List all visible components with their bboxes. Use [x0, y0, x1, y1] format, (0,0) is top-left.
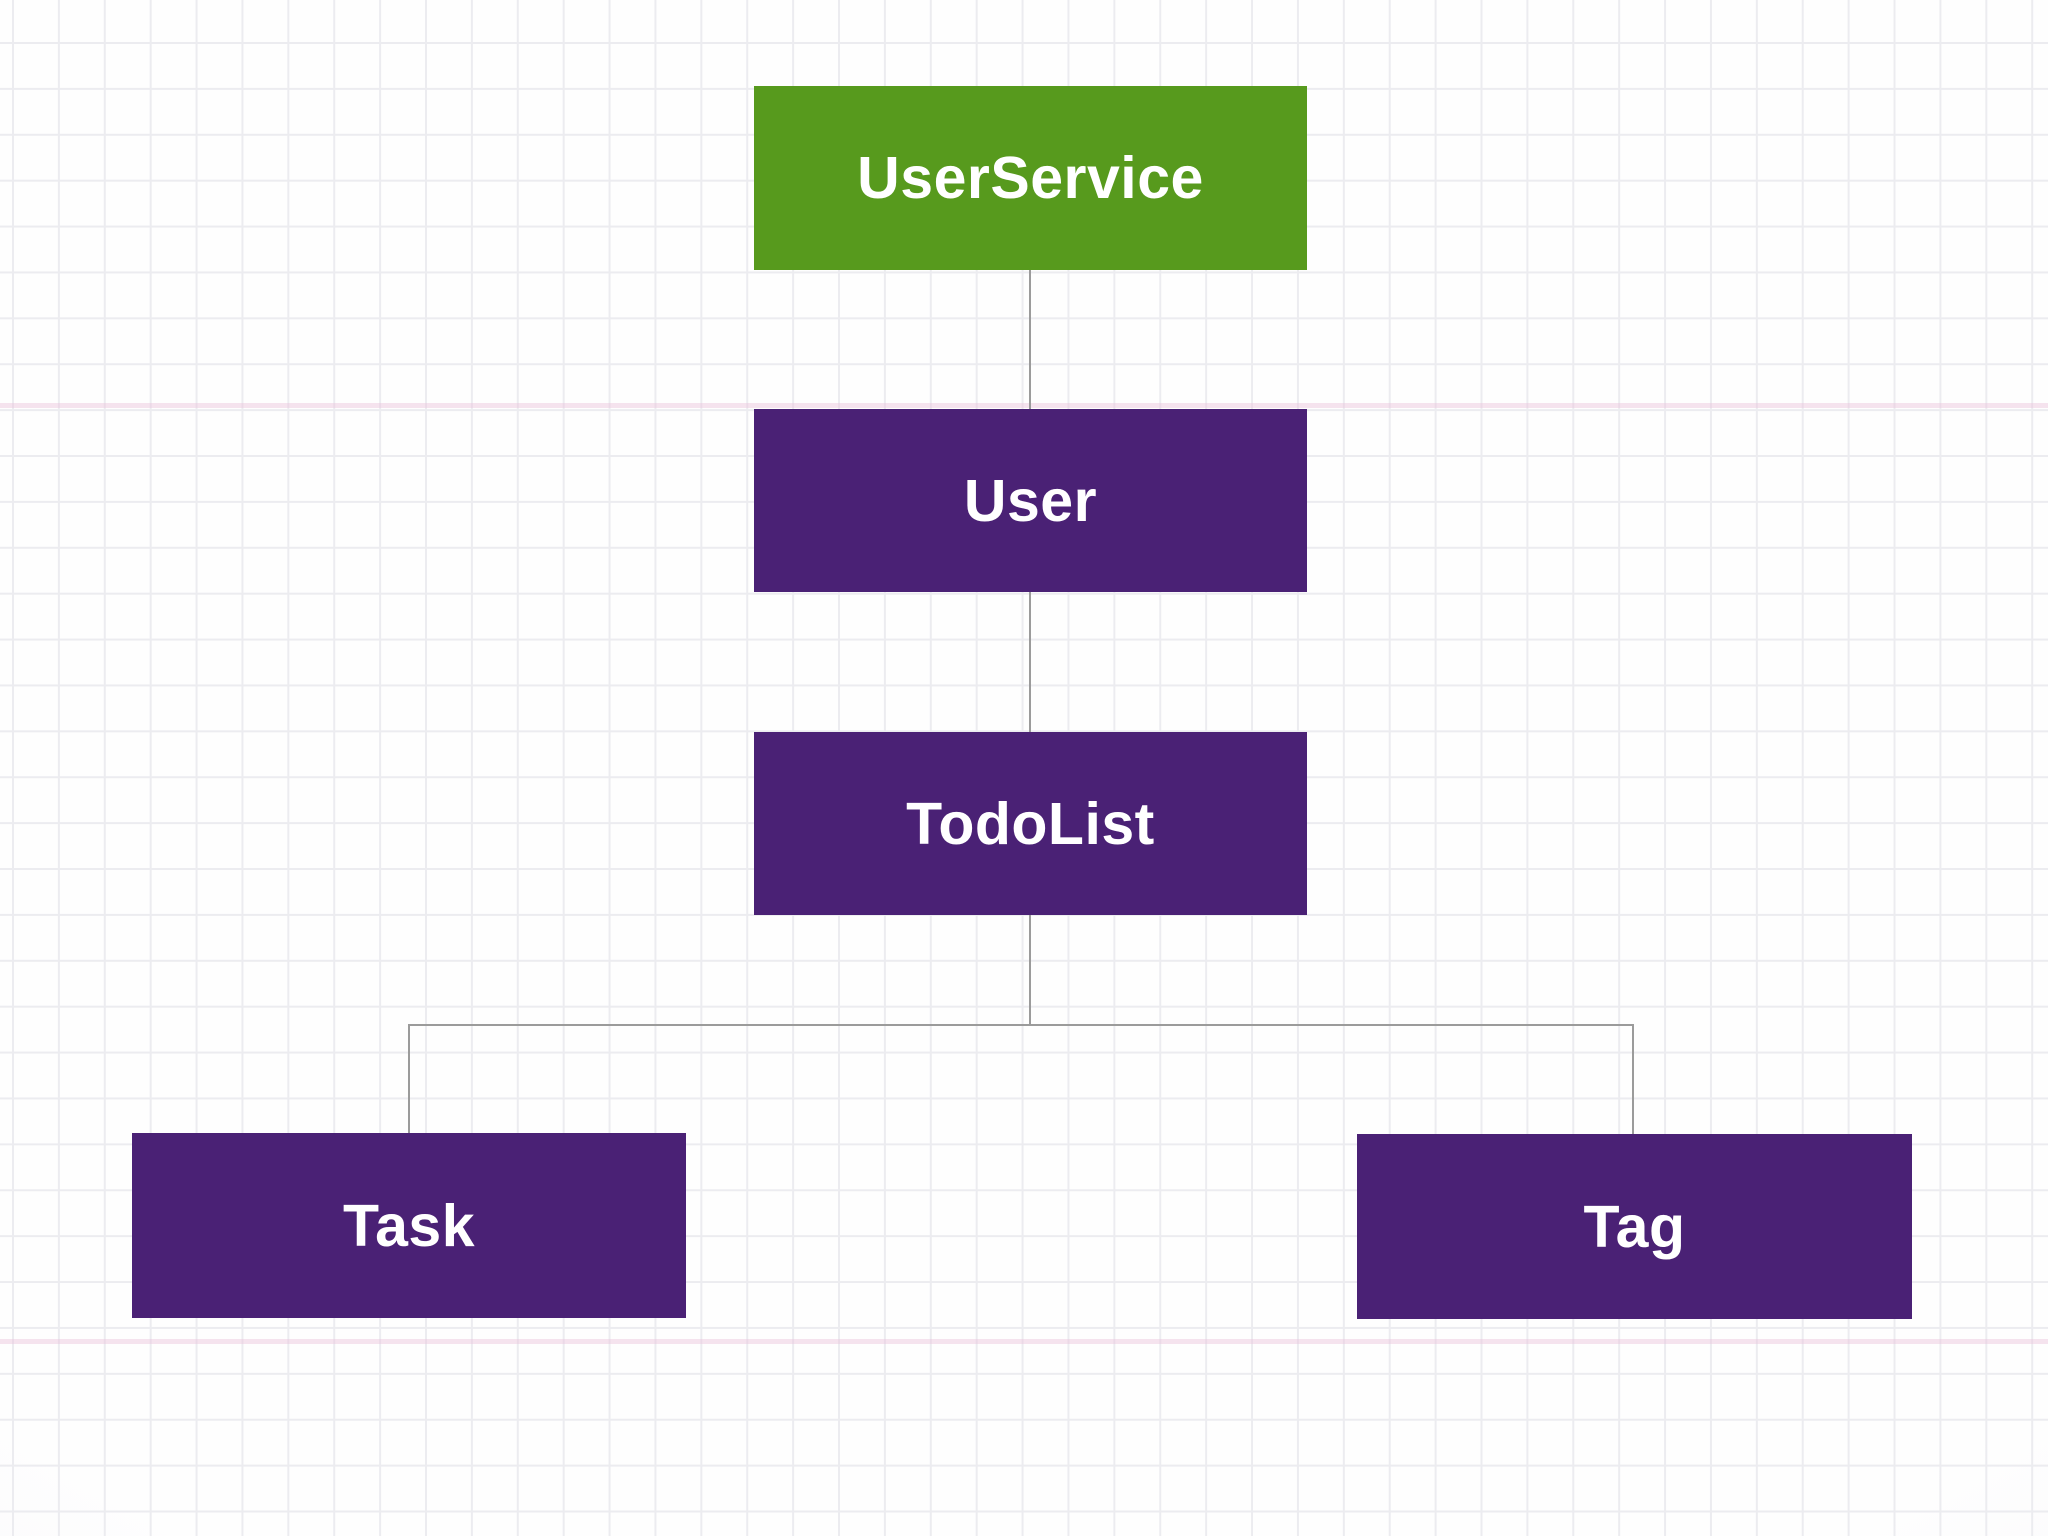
node-user-label: User [963, 467, 1098, 534]
grid-accent-line [0, 1339, 2048, 1344]
edge-todolist-tag [1632, 1024, 1634, 1135]
node-tag-label: Tag [1583, 1193, 1686, 1260]
edge-userservice-user [1029, 270, 1031, 409]
grid-accent-line [0, 403, 2048, 408]
node-tag[interactable]: Tag [1357, 1134, 1912, 1319]
node-task-label: Task [342, 1192, 476, 1259]
edge-branch-rail [408, 1024, 1634, 1026]
node-user[interactable]: User [754, 409, 1307, 592]
node-userservice[interactable]: UserService [754, 86, 1307, 270]
node-todolist[interactable]: TodoList [754, 732, 1307, 915]
edge-user-todolist [1029, 592, 1031, 732]
edge-todolist-task [408, 1024, 410, 1134]
node-todolist-label: TodoList [906, 790, 1155, 857]
node-task[interactable]: Task [132, 1133, 686, 1318]
node-userservice-label: UserService [857, 145, 1204, 211]
edge-todolist-branch-stem [1029, 915, 1031, 1025]
